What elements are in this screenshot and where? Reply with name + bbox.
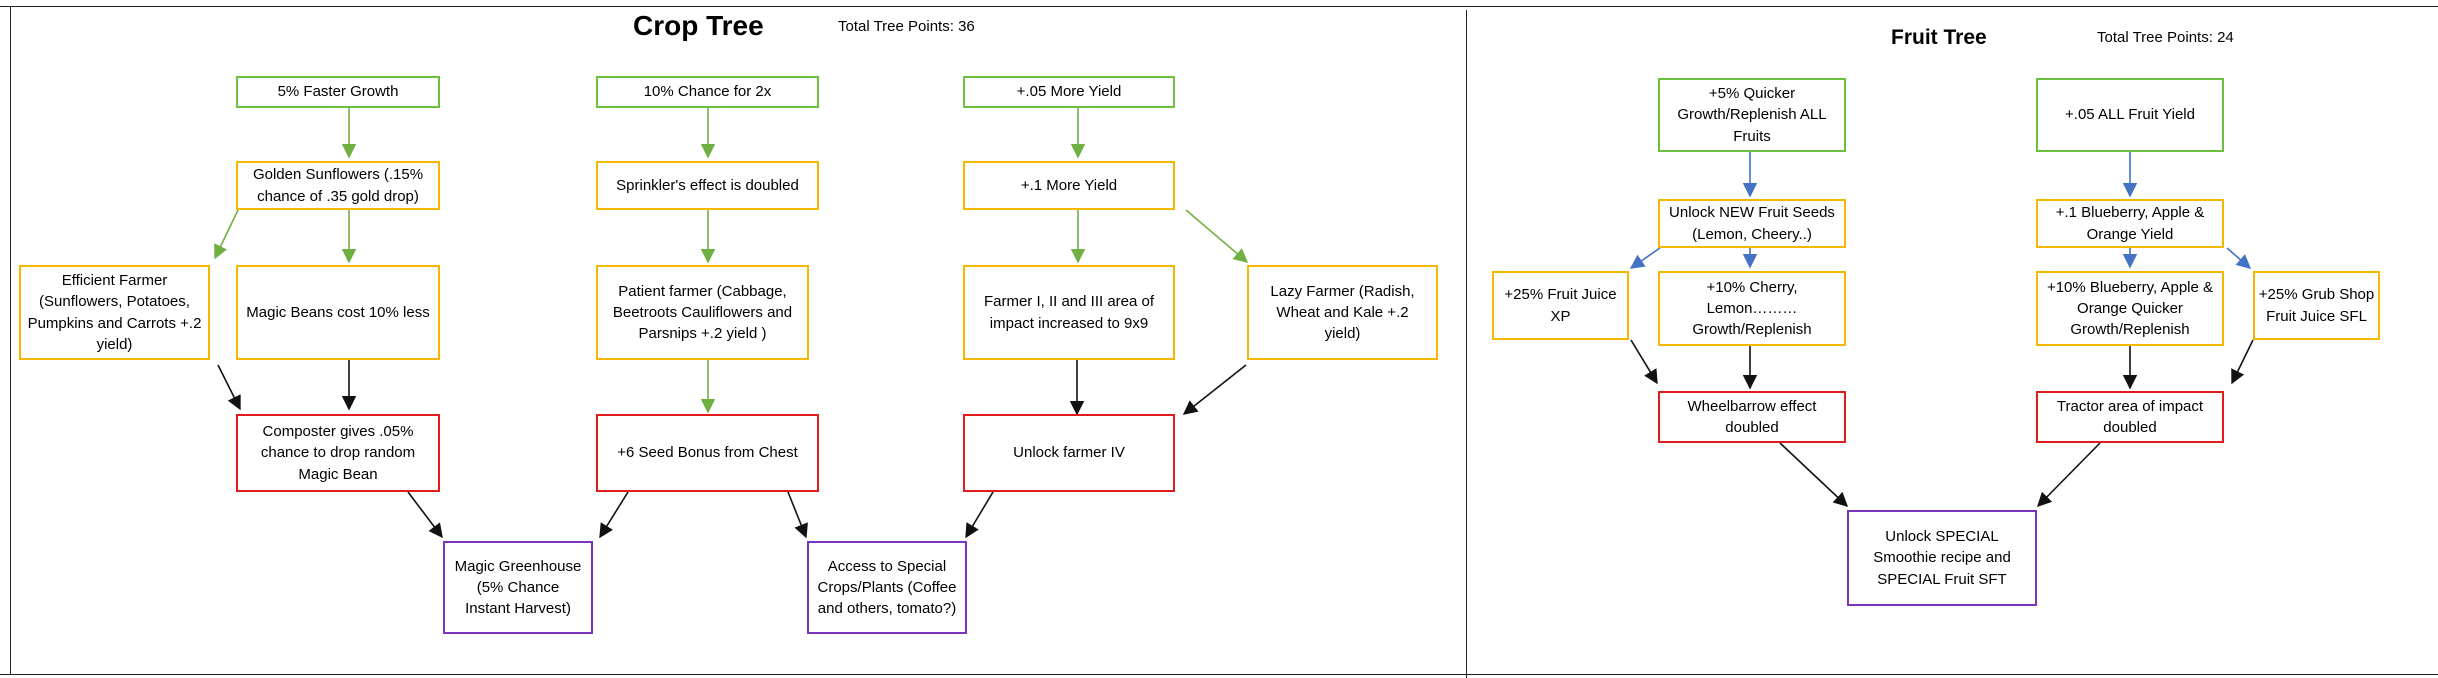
node-chance-2x: 10% Chance for 2x <box>596 76 819 108</box>
node-seed-bonus: +6 Seed Bonus from Chest <box>596 414 819 492</box>
node-sprinkler: Sprinkler's effect is doubled <box>596 161 819 210</box>
arrow <box>787 491 808 539</box>
panel-divider <box>1466 10 1467 678</box>
node-wheelbarrow: Wheelbarrow effect doubled <box>1658 391 1846 443</box>
node-special-crops: Access to Special Crops/Plants (Coffee a… <box>807 541 967 634</box>
node-unlock-seeds: Unlock NEW Fruit Seeds (Lemon, Cheery..) <box>1658 199 1846 248</box>
arrow <box>1629 247 1661 269</box>
node-efficient-farmer: Efficient Farmer (Sunflowers, Potatoes, … <box>19 265 210 360</box>
bottom-border <box>0 674 2438 675</box>
crop-tree-points: Total Tree Points: 36 <box>838 18 975 35</box>
node-golden-sunflowers: Golden Sunflowers (.15% chance of .35 go… <box>236 161 440 210</box>
node-more-yield-05: +.05 More Yield <box>963 76 1175 108</box>
arrow <box>1182 364 1247 415</box>
arrow <box>599 491 629 539</box>
arrow <box>1779 442 1849 507</box>
node-all-fruit-yield: +.05 ALL Fruit Yield <box>2036 78 2224 152</box>
node-blueberry-quicker: +10% Blueberry, Apple & Orange Quicker G… <box>2036 271 2224 346</box>
points-value: 24 <box>2217 29 2234 46</box>
node-lazy-farmer: Lazy Farmer (Radish, Wheat and Kale +.2 … <box>1247 265 1438 360</box>
top-border <box>0 6 2438 7</box>
crop-tree-title: Crop Tree <box>633 10 764 41</box>
fruit-tree-title: Fruit Tree <box>1891 26 1987 49</box>
points-value: 36 <box>958 18 975 35</box>
arrow <box>1630 339 1658 385</box>
arrow <box>2036 442 2101 508</box>
node-patient-farmer: Patient farmer (Cabbage, Beetroots Cauli… <box>596 265 809 360</box>
node-tractor: Tractor area of impact doubled <box>2036 391 2224 443</box>
node-magic-beans: Magic Beans cost 10% less <box>236 265 440 360</box>
node-quicker-growth: +5% Quicker Growth/Replenish ALL Fruits <box>1658 78 1846 152</box>
fruit-tree-points: Total Tree Points: 24 <box>2097 29 2234 46</box>
arrow <box>214 209 239 260</box>
points-label: Total Tree Points: <box>838 18 954 35</box>
node-faster-growth: 5% Faster Growth <box>236 76 440 108</box>
points-label: Total Tree Points: <box>2097 29 2213 46</box>
arrow <box>2231 339 2254 385</box>
arrow <box>2226 247 2252 269</box>
node-magic-greenhouse: Magic Greenhouse (5% Chance Instant Harv… <box>443 541 593 634</box>
node-blueberry-yield: +.1 Blueberry, Apple & Orange Yield <box>2036 199 2224 248</box>
arrow <box>1185 209 1249 263</box>
node-smoothie: Unlock SPECIAL Smoothie recipe and SPECI… <box>1847 510 2037 606</box>
arrow <box>965 491 994 539</box>
node-fruit-juice-xp: +25% Fruit Juice XP <box>1492 271 1629 340</box>
node-more-yield-1: +.1 More Yield <box>963 161 1175 210</box>
arrow <box>407 491 443 539</box>
node-farmer-area: Farmer I, II and III area of impact incr… <box>963 265 1175 360</box>
node-unlock-farmer-iv: Unlock farmer IV <box>963 414 1175 492</box>
node-cherry-lemon: +10% Cherry, Lemon……… Growth/Replenish <box>1658 271 1846 346</box>
node-composter: Composter gives .05% chance to drop rand… <box>236 414 440 492</box>
node-grub-shop: +25% Grub Shop Fruit Juice SFL <box>2253 271 2380 340</box>
left-border <box>10 6 11 674</box>
arrow <box>217 364 241 411</box>
